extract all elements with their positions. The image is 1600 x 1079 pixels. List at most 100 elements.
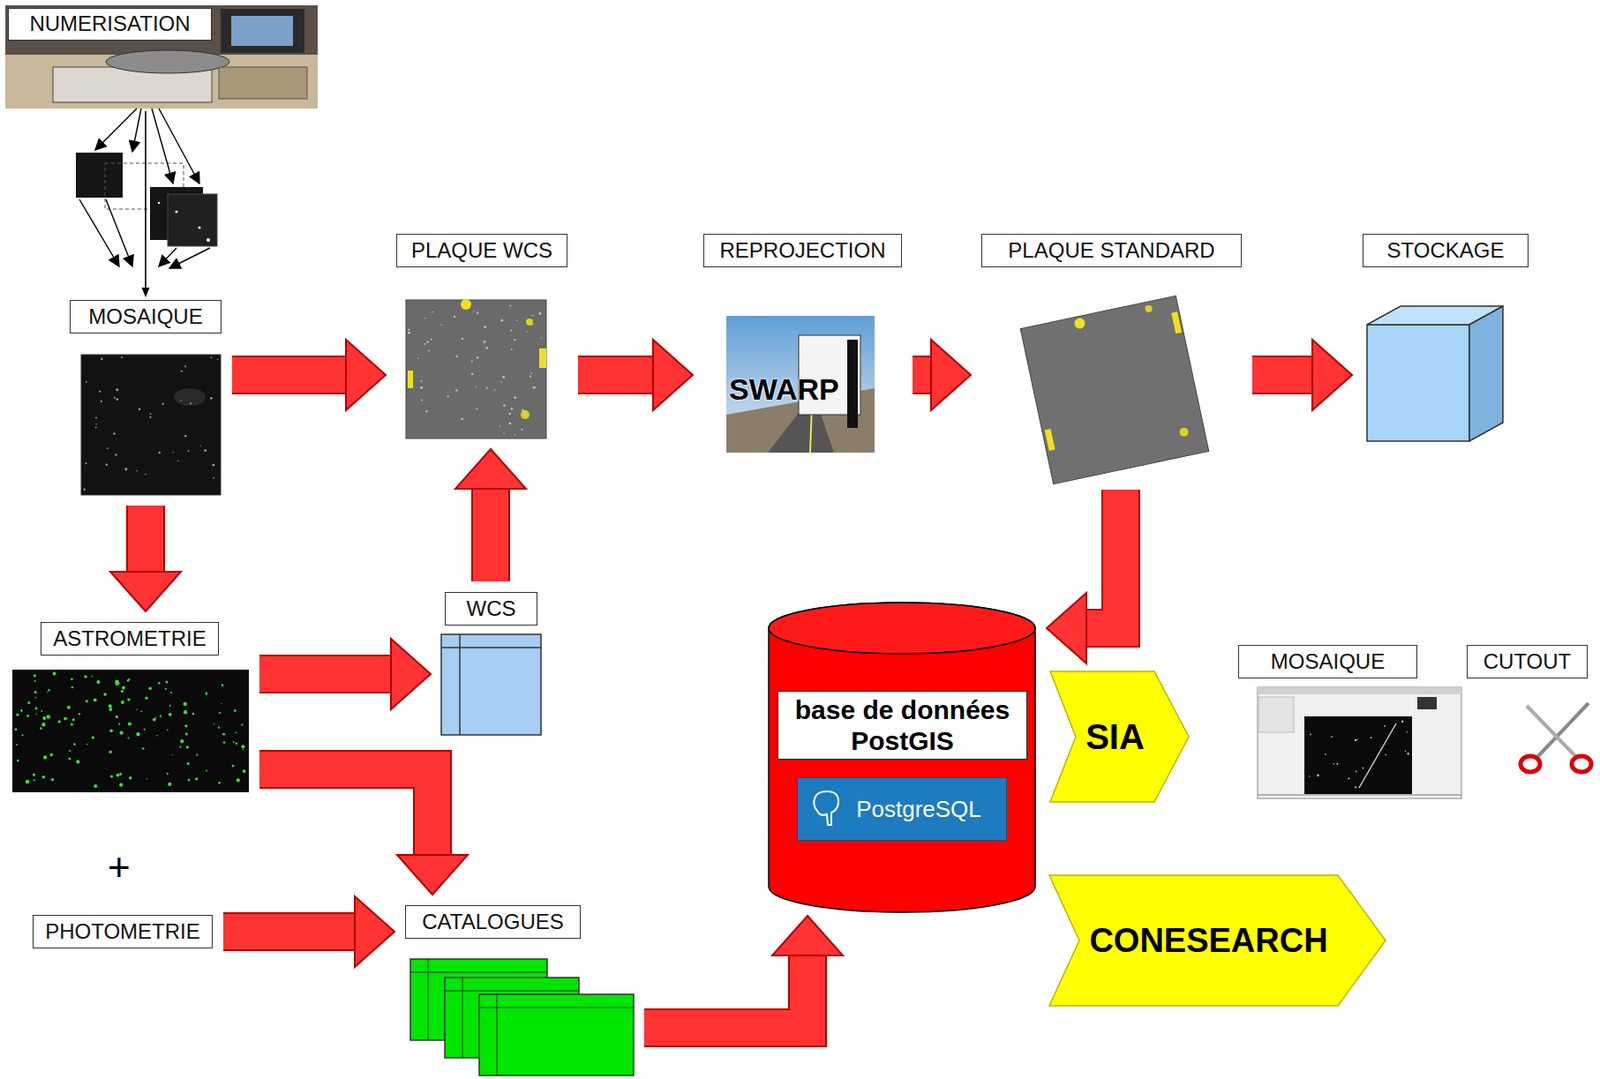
arrow-shaft (912, 357, 933, 393)
star-dot (168, 713, 173, 717)
node-text: WCS (444, 592, 538, 626)
star-dot (540, 337, 542, 339)
star-dot (447, 395, 450, 398)
star-dot (114, 680, 120, 685)
star-dot (157, 451, 161, 455)
arrow-head (142, 287, 151, 298)
star-dot (217, 781, 221, 785)
star-dot (407, 331, 411, 335)
star-dot (199, 444, 201, 446)
arrow-shaft (1084, 489, 1121, 629)
star-dot (184, 365, 187, 368)
star-dot (100, 358, 104, 361)
block-arrow (223, 896, 395, 968)
star-dot (170, 691, 173, 694)
astrometry-image (12, 669, 249, 793)
star-dot (156, 735, 158, 737)
star-dot (460, 418, 464, 421)
star-dot (85, 462, 88, 465)
star-dot (425, 410, 428, 413)
star-dot (1356, 738, 1358, 740)
star-dot (71, 686, 74, 689)
star-dot (476, 312, 479, 315)
star-dot (1336, 763, 1338, 766)
star-dot (1324, 753, 1327, 756)
star-dot (1370, 736, 1373, 739)
star-dot (1330, 736, 1333, 738)
star-dot (166, 773, 169, 775)
star-dot (525, 330, 528, 333)
star-dot (500, 319, 504, 323)
star-dot (189, 402, 192, 405)
stage-node: MOSAIQUE (1238, 645, 1462, 799)
arrow-shaft (578, 357, 655, 393)
star-dot (93, 698, 98, 703)
star-dot (1355, 771, 1358, 774)
star-dot (93, 784, 98, 789)
node-text: SIA (1049, 670, 1190, 804)
catalogue-tables (410, 959, 634, 1076)
arrow-head (1312, 339, 1353, 411)
star-dot (203, 449, 207, 452)
arrow-shaft (1252, 357, 1315, 393)
star-dot (35, 713, 38, 715)
chevron-fill (1050, 671, 1189, 803)
star-dot (67, 758, 70, 760)
star-dot (1404, 751, 1407, 753)
star-dot (235, 743, 238, 745)
arrow-shaft (259, 769, 433, 857)
star-dot (1347, 778, 1350, 781)
logo-box: PostgreSQL (796, 777, 1007, 842)
elephant-outline (813, 791, 839, 826)
star-dot (70, 723, 74, 727)
star-dot (1316, 774, 1320, 778)
star-dot (242, 769, 247, 774)
star-dot (136, 709, 138, 711)
star-dot (165, 688, 167, 691)
star-dot (144, 473, 147, 476)
star-dot (15, 743, 18, 746)
arrow-outline (259, 769, 433, 857)
star-dot (513, 396, 517, 399)
star-dot (205, 692, 209, 696)
star-dot (195, 777, 198, 781)
chevron-fill (1049, 875, 1386, 1007)
star-dot (1384, 754, 1387, 757)
star-dot (530, 372, 533, 375)
node-text: base de données PostGIS (777, 691, 1028, 760)
star-dot (510, 348, 513, 351)
star-dot (121, 685, 126, 690)
star-dot (63, 717, 68, 722)
chevron-arrow: CONESEARCH (1048, 874, 1387, 1007)
star-dot (455, 389, 458, 391)
scissors-icon (1520, 703, 1592, 773)
star-dot (110, 775, 113, 779)
star-dot (242, 748, 245, 751)
star-dot (184, 435, 188, 438)
star-dot (67, 706, 71, 710)
star-dot (16, 759, 20, 763)
star-dot (52, 671, 57, 676)
star-dot (85, 699, 89, 703)
star-dot (186, 745, 189, 749)
star-dot (509, 305, 511, 308)
star-dot (1308, 775, 1310, 777)
star-dot (124, 467, 128, 471)
star-dot (424, 317, 427, 320)
block-arrow (1046, 489, 1121, 664)
stage-node: NUMERISATION (5, 5, 318, 109)
star-dot (46, 691, 48, 693)
star-dot (500, 381, 502, 383)
star-dot (232, 741, 235, 744)
arrow-outline (223, 912, 357, 952)
arrow-shaft (144, 111, 147, 290)
arrow-shaft (473, 487, 509, 582)
node-text: MOSAIQUE (69, 300, 222, 334)
block-arrow (455, 449, 526, 582)
star-dot (105, 464, 108, 466)
star-dot (142, 747, 145, 751)
arrow-head (931, 339, 971, 411)
star-dot (1362, 767, 1365, 770)
star-dot (33, 674, 37, 677)
star-dot (109, 728, 113, 733)
